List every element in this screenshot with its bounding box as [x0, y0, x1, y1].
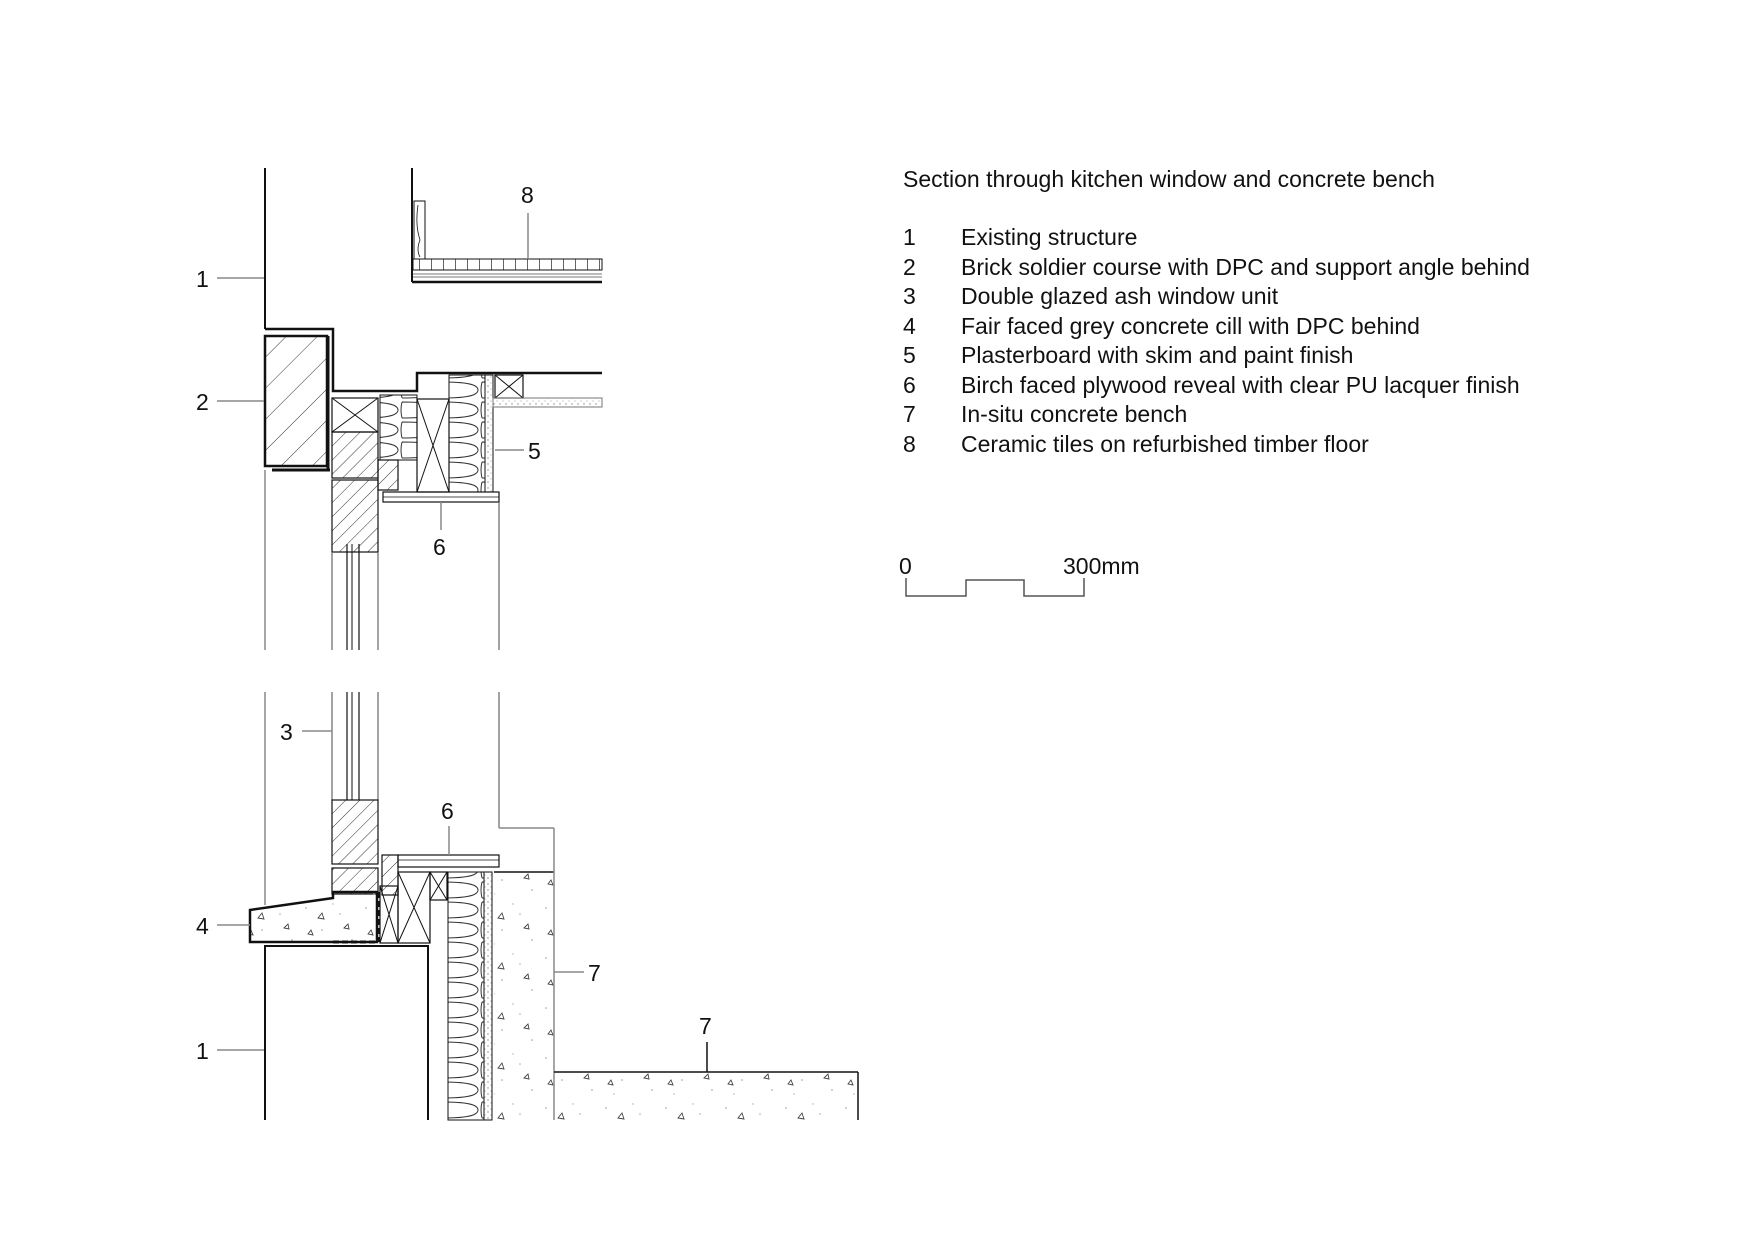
callout-1-top: 1	[196, 266, 209, 292]
top-detail	[263, 168, 603, 650]
legend: 1 Existing structure 2 Brick soldier cours…	[903, 223, 1530, 459]
legend-text: Fair faced grey concrete cill with DPC b…	[961, 312, 1420, 339]
legend-text: Plasterboard with skim and paint finish	[961, 342, 1354, 369]
legend-item: 4 Fair faced grey concrete cill with DPC …	[903, 312, 1530, 342]
legend-item: 2 Brick soldier course with DPC and suppo…	[903, 253, 1530, 283]
callout-8: 8	[521, 182, 534, 208]
scale-bar	[905, 578, 1085, 597]
legend-text: In-situ concrete bench	[961, 401, 1188, 428]
callout-3: 3	[280, 719, 293, 745]
callout-6-top: 6	[433, 534, 446, 560]
legend-item: 7 In-situ concrete bench	[903, 400, 1530, 430]
legend-text: Double glazed ash window unit	[961, 283, 1279, 310]
callout-1-bottom: 1	[196, 1038, 209, 1064]
drawing-title: Section through kitchen window and concr…	[903, 166, 1435, 192]
legend-number: 8	[903, 430, 916, 457]
legend-item: 1 Existing structure	[903, 223, 1530, 253]
legend-text: Existing structure	[961, 224, 1138, 251]
legend-number: 1	[903, 224, 916, 251]
legend-item: 8 Ceramic tiles on refurbished timber flo…	[903, 430, 1530, 460]
legend-number: 7	[903, 401, 916, 428]
callout-7-floor: 7	[699, 1013, 712, 1039]
callout-2: 2	[196, 389, 209, 415]
bottom-detail	[248, 692, 859, 1121]
legend-item: 3 Double glazed ash window unit	[903, 282, 1530, 312]
legend-number: 6	[903, 371, 916, 398]
legend-text: Brick soldier course with DPC and suppor…	[961, 253, 1530, 280]
leader-lines	[217, 213, 708, 1072]
legend-text: Ceramic tiles on refurbished timber floo…	[961, 430, 1369, 457]
legend-item: 5 Plasterboard with skim and paint finish	[903, 341, 1530, 371]
legend-number: 4	[903, 312, 916, 339]
callout-6-bottom: 6	[441, 798, 454, 824]
legend-item: 6 Birch faced plywood reveal with clear P…	[903, 371, 1530, 401]
callout-4: 4	[196, 913, 209, 939]
legend-number: 3	[903, 283, 916, 310]
legend-text: Birch faced plywood reveal with clear PU…	[961, 371, 1520, 398]
legend-number: 5	[903, 342, 916, 369]
callout-5: 5	[528, 438, 541, 464]
legend-number: 2	[903, 253, 916, 280]
callout-7-wall: 7	[588, 960, 601, 986]
upper-floor	[411, 168, 603, 284]
scale-start-label: 0	[899, 553, 912, 579]
scale-end-label: 300mm	[1063, 553, 1140, 579]
